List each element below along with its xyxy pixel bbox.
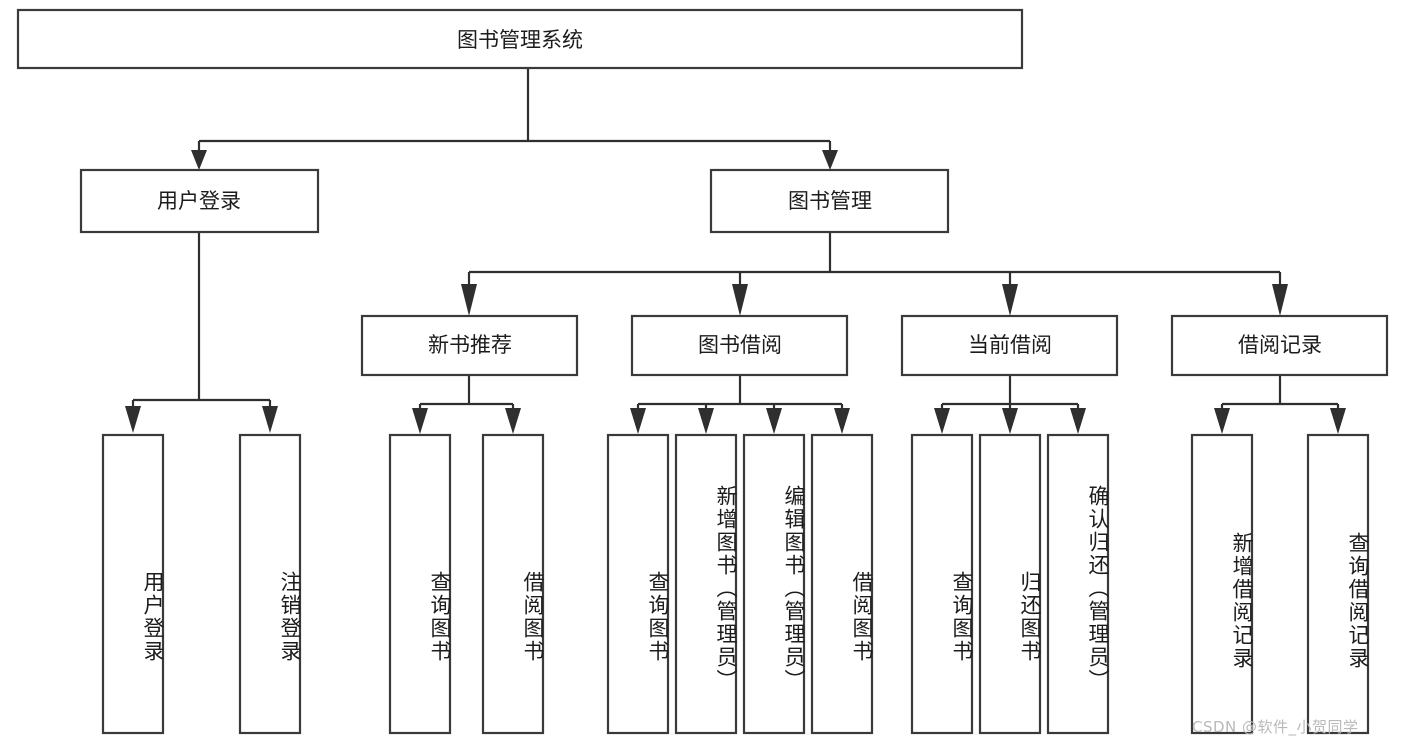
arrow-to-book-management: [822, 150, 838, 170]
node-book-borrow-box[interactable]: [630, 314, 849, 377]
leaf-query-book-1-box[interactable]: [388, 433, 452, 735]
arrow-leaf-query-record: [1330, 408, 1346, 434]
node-root-box[interactable]: [16, 8, 1024, 70]
node-borrow-record-box[interactable]: [1170, 314, 1389, 377]
node-new-book-recommend-label: 新书推荐: [428, 333, 512, 357]
arrow-leaf-user-logout: [262, 406, 278, 433]
leaf-user-login-box[interactable]: [101, 433, 165, 735]
arrow-to-borrow-record: [1272, 284, 1288, 316]
arrow-to-book-borrow: [732, 284, 748, 316]
arrow-leaf-query-book-3: [934, 408, 950, 434]
node-book-management-box[interactable]: [709, 168, 950, 234]
arrow-leaf-query-book-1: [412, 408, 428, 434]
node-book-borrow[interactable]: 图书借阅: [630, 314, 849, 377]
connector-group: [125, 68, 1346, 434]
node-root-label: 图书管理系统: [457, 28, 583, 52]
leaf-add-record-box[interactable]: [1190, 433, 1254, 735]
node-book-management[interactable]: 图书管理: [709, 168, 950, 234]
node-current-borrow-label: 当前借阅: [968, 333, 1052, 357]
leaf-query-book-2-box[interactable]: [606, 433, 670, 735]
leaf-query-book-3-box[interactable]: [910, 433, 974, 735]
arrow-leaf-add-record: [1214, 408, 1230, 434]
leaf-return-book-box[interactable]: [978, 433, 1042, 735]
arrow-leaf-edit-book: [766, 408, 782, 434]
node-new-book-recommend-box[interactable]: [360, 314, 579, 377]
leaf-query-record-box[interactable]: [1306, 433, 1370, 735]
arrow-leaf-borrow-book-1: [505, 408, 521, 434]
leaf-borrow-book-2-box[interactable]: [810, 433, 874, 735]
arrow-leaf-borrow-book-2: [834, 408, 850, 434]
node-current-borrow-box[interactable]: [900, 314, 1119, 377]
node-user-login-box[interactable]: [79, 168, 320, 234]
node-user-login[interactable]: 用户登录: [79, 168, 320, 234]
node-current-borrow[interactable]: 当前借阅: [900, 314, 1119, 377]
leaf-borrow-book-1-box[interactable]: [481, 433, 545, 735]
leaf-box-group: [101, 433, 1370, 735]
node-borrow-record[interactable]: 借阅记录: [1170, 314, 1389, 377]
leaf-add-book-box[interactable]: [674, 433, 738, 735]
arrow-to-current-borrow: [1002, 284, 1018, 316]
arrow-to-new-book-recommend: [461, 284, 477, 316]
arrow-leaf-user-login: [125, 406, 141, 433]
node-root[interactable]: 图书管理系统: [16, 8, 1024, 70]
arrow-leaf-query-book-2: [630, 408, 646, 434]
leaf-edit-book-box[interactable]: [742, 433, 806, 735]
leaf-user-logout-box[interactable]: [238, 433, 302, 735]
leaf-confirm-return-box[interactable]: [1046, 433, 1110, 735]
arrow-leaf-return-book: [1002, 408, 1018, 434]
node-book-management-label: 图书管理: [788, 189, 872, 213]
arrow-to-user-login: [191, 150, 207, 170]
node-borrow-record-label: 借阅记录: [1238, 333, 1322, 357]
node-new-book-recommend[interactable]: 新书推荐: [360, 314, 579, 377]
arrow-leaf-confirm-return: [1070, 408, 1086, 434]
watermark-text: CSDN @软件_小贺同学: [1192, 718, 1359, 736]
node-book-borrow-label: 图书借阅: [698, 333, 782, 357]
arrow-leaf-add-book: [698, 408, 714, 434]
node-user-login-label: 用户登录: [157, 189, 241, 213]
